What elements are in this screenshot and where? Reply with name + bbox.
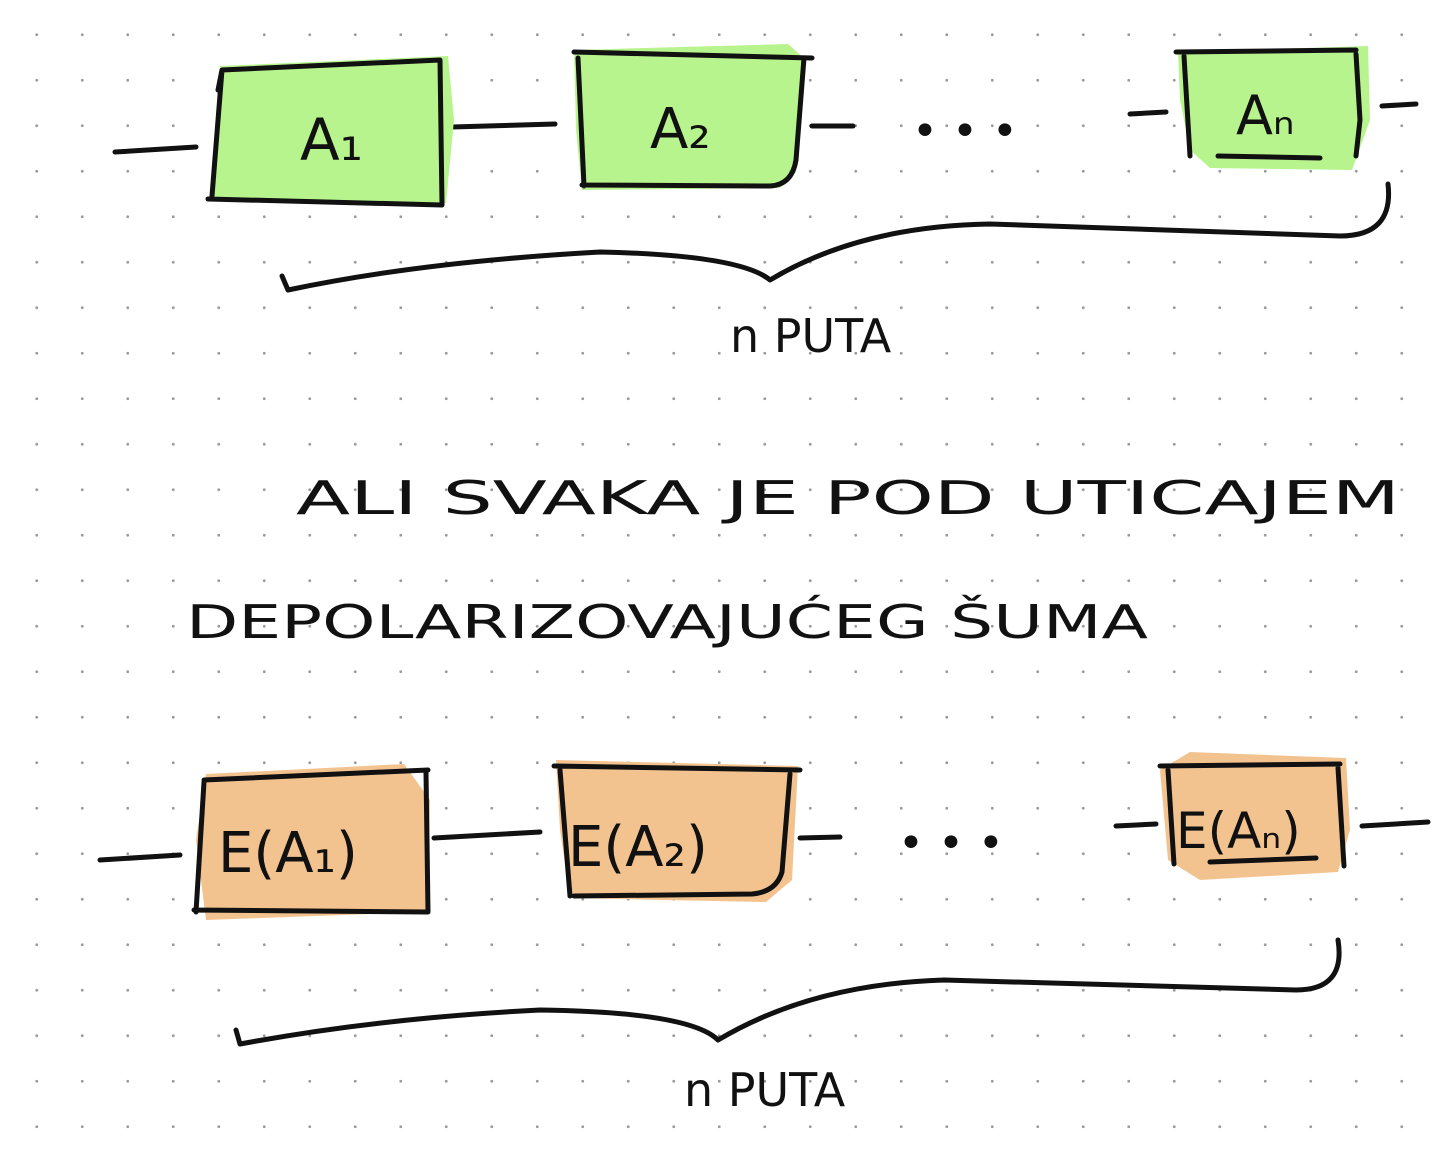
wire-dots-en <box>1113 821 1159 829</box>
ideal-channel-row: A₁ A₂ • • • Aₙ n PUTA <box>112 44 1419 363</box>
box-outline <box>205 57 445 208</box>
wire-out <box>1359 819 1431 829</box>
box-label: E(A₂) <box>568 815 708 880</box>
channel-box-an: Aₙ <box>1173 46 1370 170</box>
box-fill <box>556 760 798 902</box>
box-label: A₁ <box>300 106 363 174</box>
noisy-channel-row: E(A₁) E(A₂) • • • E(Aₙ) n PUTA <box>97 752 1431 1117</box>
box-label: E(Aₙ) <box>1176 802 1301 860</box>
wire-in <box>112 144 199 155</box>
ellipsis: • • • <box>912 106 1018 157</box>
box-fill <box>196 764 430 920</box>
box-fill <box>574 44 806 190</box>
noisy-channel-box-1: E(A₁) <box>191 764 431 920</box>
wire-in <box>97 852 183 863</box>
box-fill <box>1160 752 1350 880</box>
box-outline <box>551 763 803 899</box>
channel-box-a1: A₁ <box>205 56 454 208</box>
ellipsis: • • • <box>898 818 1004 869</box>
wire-e2-dots <box>797 834 843 841</box>
repetition-brace <box>279 181 1392 293</box>
box-label: E(A₁) <box>218 821 358 886</box>
box-outline <box>191 767 431 915</box>
box-label: A₂ <box>650 97 711 162</box>
wire-a1-a2 <box>449 121 558 130</box>
repetition-brace <box>233 937 1342 1047</box>
noisy-channel-box-2: E(A₂) <box>551 760 803 902</box>
wire-out <box>1379 101 1419 109</box>
repetition-label: n PUTA <box>684 1063 846 1117</box>
box-outline <box>571 49 815 189</box>
noisy-channel-box-n: E(Aₙ) <box>1157 752 1350 880</box>
wire-dots-an <box>1127 109 1169 117</box>
box-fill <box>1178 46 1370 170</box>
box-fill <box>212 56 454 203</box>
box-label: Aₙ <box>1236 84 1294 147</box>
repetition-label: n PUTA <box>730 309 892 363</box>
box-outline <box>1157 761 1347 869</box>
box-outline <box>1173 47 1363 161</box>
caption: ALI SVAKA JE POD UTICAJEM DEPOLARIZOVAJU… <box>186 471 1400 649</box>
channel-box-a2: A₂ <box>571 44 815 190</box>
caption-line-2: DEPOLARIZOVAJUĆEG ŠUMA <box>186 594 1149 649</box>
caption-line-1: ALI SVAKA JE POD UTICAJEM <box>296 471 1400 525</box>
wire-e1-e2 <box>431 829 543 841</box>
